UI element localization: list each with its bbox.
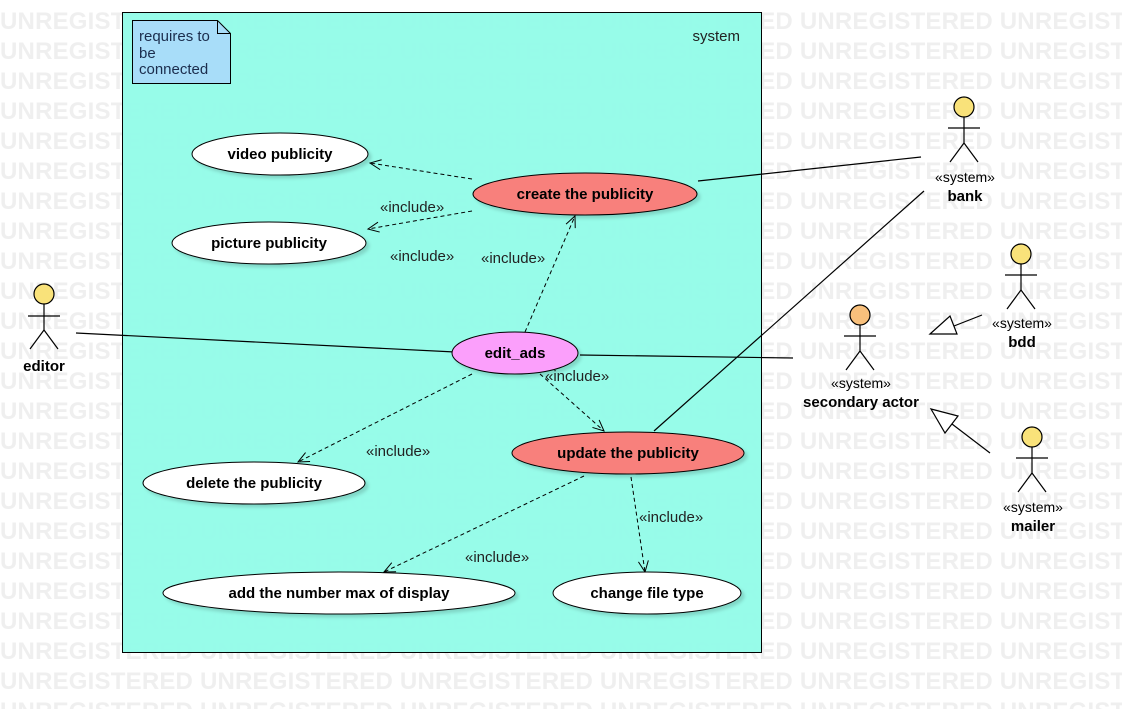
dep-edit-update [539,373,605,432]
stick-figure-icon [1005,243,1037,310]
generalization-mailer [929,408,991,454]
include-label-picture: «include» [390,248,454,265]
watermark-row: UNREGISTERED UNREGISTERED UNREGISTERED U… [0,668,1122,695]
actor-name: secondary actor [803,394,919,411]
stick-figure-icon [1016,426,1048,493]
actor-name: editor [23,358,65,375]
include-label-update-change: «include» [639,509,703,526]
actor-name: bank [947,188,983,205]
usecase-label: delete the publicity [186,475,323,492]
actor-stereotype: «system» [992,315,1052,331]
dep-update-change [630,476,649,574]
actor-stereotype: «system» [831,375,891,391]
note-line-3: connected [139,61,208,78]
generalization-bdd [928,314,983,335]
actor-name: mailer [1011,518,1055,535]
usecase-delete-publicity[interactable]: delete the publicity [142,461,366,505]
usecase-label: video publicity [227,146,333,163]
include-label-edit-update: «include» [545,368,609,385]
assoc-create-bank [697,156,922,182]
include-dependencies [296,159,649,574]
actor-stereotype: «system» [935,169,995,185]
usecase-create-publicity[interactable]: create the publicity [472,172,698,216]
actor-editor[interactable]: editor [23,283,65,375]
actor-secondary[interactable]: «system» secondary actor [803,304,919,411]
dep-update-addmax [382,475,585,573]
usecase-add-number-max[interactable]: add the number max of display [162,571,516,615]
system-boundary[interactable] [122,12,762,653]
usecase-label: create the publicity [517,186,654,203]
usecase-change-file-type[interactable]: change file type [552,571,742,615]
usecase-update-publicity[interactable]: update the publicity [511,431,745,475]
stick-figure-icon [948,96,980,163]
actor-bdd[interactable]: «system» bdd [992,243,1052,351]
include-label-create-picture: «include» [380,199,444,216]
actor-stereotype: «system» [1003,499,1063,515]
usecase-label: add the number max of display [229,585,451,602]
actor-name: bdd [1008,334,1036,351]
usecase-label: edit_ads [485,345,546,362]
include-label-edit-delete: «include» [366,443,430,460]
usecase-edit-ads[interactable]: edit_ads [451,331,579,375]
actor-bank[interactable]: «system» bank [935,96,995,205]
dep-create-picture [366,210,473,233]
dep-edit-delete [296,373,473,463]
system-label: system [692,28,740,45]
usecase-video-publicity[interactable]: video publicity [191,132,369,176]
usecase-label: change file type [590,585,703,602]
include-label-update-addmax: «include» [465,549,529,566]
association-lines [75,156,925,432]
stick-figure-icon [844,304,876,371]
usecase-label: picture publicity [211,235,328,252]
assoc-update-bank [653,190,925,432]
dep-edit-create [524,214,576,333]
note-line-2: be [139,45,156,62]
usecase-label: update the publicity [557,445,699,462]
note-line-1: requires to [139,28,210,45]
include-label-edit-create: «include» [481,250,545,267]
stick-figure-icon [28,283,60,350]
note[interactable]: requires to be connected [132,20,231,84]
assoc-edit-secondary [579,354,794,359]
usecase-picture-publicity[interactable]: picture publicity [171,221,367,265]
dep-create-video [368,159,473,180]
actor-mailer[interactable]: «system» mailer [1003,426,1063,535]
assoc-editor-edit [75,332,456,353]
